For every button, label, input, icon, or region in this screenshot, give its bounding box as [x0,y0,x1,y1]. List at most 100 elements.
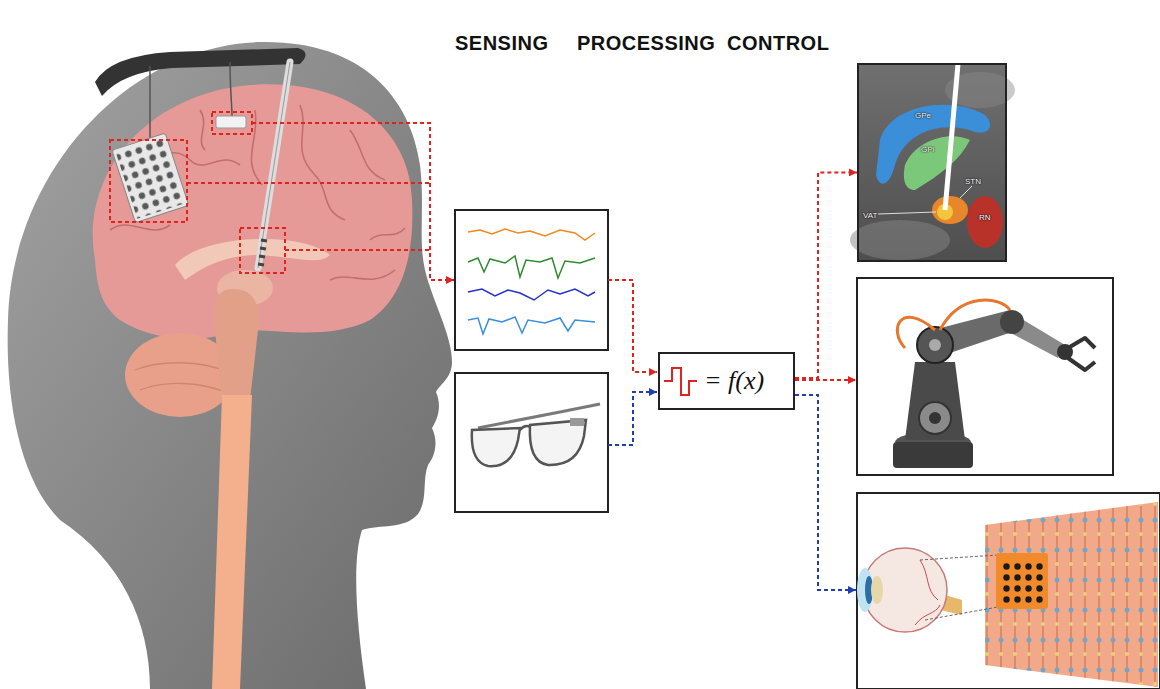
robot-arm [1057,344,1073,360]
glasses-panel [455,373,608,512]
implant-hardware [259,256,265,257]
function-label: = f(x) [704,366,764,396]
dbs-image [904,136,970,190]
retinal-implant [985,502,1158,687]
retinal-implant [915,560,940,625]
implant-hardware [258,62,290,268]
dbs-image [945,72,1015,108]
implant-hardware [216,116,246,128]
robot-arm [925,310,1018,358]
glasses-panel [478,404,600,428]
implant-hardware [260,248,266,249]
pulse-symbol [664,368,697,395]
head-illustration [8,42,452,689]
implant-hardware [149,66,151,140]
implant-hardware [112,133,189,223]
dbs-image [850,220,950,260]
dbs-image [945,64,958,210]
robot-arm [919,402,951,434]
column-heading: SENSING [455,32,549,55]
sensing-wires [110,140,187,222]
dbs-image-box: GPeGPiSTNVATRN [857,63,1007,262]
output-arrows [795,395,856,590]
input-arrows [608,280,657,372]
implant-hardware [116,137,185,219]
signal-panel [468,289,595,300]
head-illustration [212,395,252,689]
glasses-panel [570,418,584,426]
implant-hardware [258,62,290,268]
structure-label: GPi [921,145,934,154]
retinal-implant [857,493,1160,689]
robot-arm [905,362,965,440]
implant-hardware [230,62,232,116]
robot-arm [893,442,973,468]
retinal-implant [925,607,998,620]
implant-hardware [112,133,189,223]
robot-arm [1000,310,1024,334]
dbs-image [850,63,1015,262]
head-illustration [110,225,170,230]
retinal-implant [1000,559,1044,603]
connector [795,172,857,378]
output-arrows [795,379,856,381]
robot-arm [1005,312,1065,358]
retinal-implant [857,493,1160,689]
head-illustration [135,363,228,392]
head-illustration [175,239,330,280]
robot-arm [897,317,935,348]
structure-label: GPe [915,111,931,120]
robot-arm [929,339,941,351]
head-illustration [130,150,240,165]
column-heading: PROCESSING [577,32,715,55]
retinal-implant [857,568,873,612]
sensing-wires [212,112,252,134]
dbs-image [932,196,968,224]
head-illustration [93,84,413,338]
retinal-implant [940,595,962,615]
retinal-implant [865,576,873,604]
retinal-implant [871,576,883,604]
dbs-image [960,186,972,198]
implant-hardware [95,48,306,268]
robot-arm [895,432,971,452]
sensing-wires [240,228,285,273]
glasses-panel [455,373,608,512]
head-illustration [370,228,405,240]
dbs-image [857,63,1007,262]
signal-panel [455,210,608,350]
dbs-image [967,196,1003,248]
robot-arm [929,412,941,424]
sensing-wires [187,182,430,184]
input-arrows [608,392,657,445]
glasses-panel [472,428,520,466]
sensing-wires [110,112,454,280]
dbs-image [937,204,953,220]
robot-arm [857,278,1113,475]
head-illustration [330,270,395,280]
head-illustration [200,110,205,150]
head-illustration [140,383,225,392]
processing-box: = f(x) [658,352,795,410]
retinal-implant [920,555,998,560]
sensing-wires [252,123,430,280]
sensing-wires [430,183,454,280]
output-arrows [795,380,856,590]
column-heading: CONTROL [727,32,829,55]
head-illustration [251,110,262,185]
head-illustration [350,130,385,180]
robot-arm [917,327,953,363]
head-illustration [125,333,235,417]
head-illustration [300,105,345,220]
signal-panel [468,229,595,240]
implant-hardware [95,48,306,96]
robot-arm [857,278,1113,475]
head-illustration [217,270,273,306]
input-arrows [608,280,657,445]
structure-label: VAT [863,211,877,220]
implant-hardware [258,240,267,265]
dbs-image [876,105,990,184]
